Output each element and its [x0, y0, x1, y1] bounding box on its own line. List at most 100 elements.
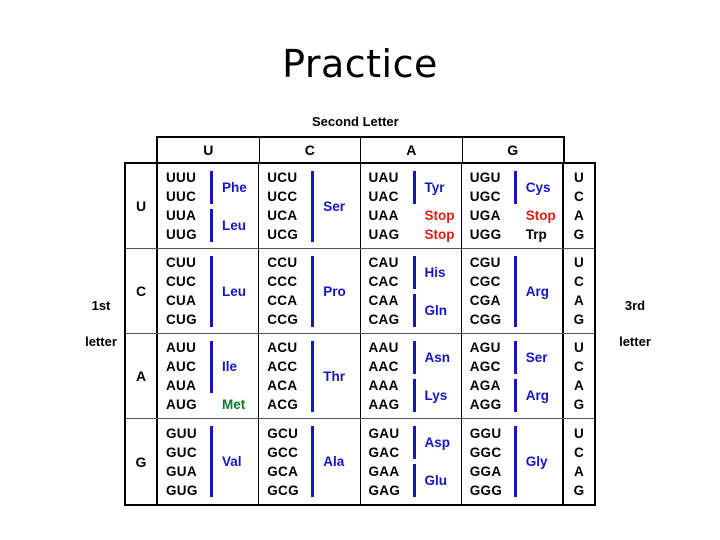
- group-bracket-bar: [412, 378, 416, 412]
- group-bracket-bar: [210, 170, 213, 204]
- amino-acid-group: Gln: [412, 291, 461, 329]
- amino-acid-label: Glu: [424, 473, 448, 488]
- group-bracket-spacer: [514, 215, 517, 216]
- codon-label: CAC: [368, 274, 399, 289]
- codon-list: CUU CUC CUA CUG: [166, 253, 210, 329]
- group-bracket-bar: [513, 426, 517, 497]
- amino-acid-label: Cys: [525, 179, 551, 195]
- amino-acid-label: His: [424, 264, 446, 280]
- codon-label: CAG: [368, 312, 400, 327]
- third-letter-label: C: [573, 444, 585, 460]
- group-bracket-bar: [412, 255, 416, 289]
- amino-acid-group: Phe: [210, 168, 258, 206]
- codon-label: GAU: [368, 425, 400, 441]
- second-letter-axis-label: Second Letter: [312, 114, 399, 129]
- amino-acid-label: Ala: [323, 454, 345, 469]
- amino-acid-group: Asp: [412, 424, 461, 462]
- codon-label: CUA: [166, 293, 197, 308]
- codon-label: GGA: [469, 463, 502, 479]
- amino-acid-group: Trp: [514, 225, 562, 244]
- amino-acid-group: His: [412, 253, 461, 291]
- codon-label: GAG: [368, 482, 401, 498]
- group-bracket-spacer: [413, 234, 416, 235]
- amino-acid-zone: Arg: [513, 253, 562, 329]
- amino-acid-label: Pro: [323, 283, 346, 299]
- third-letter-label: A: [573, 378, 585, 393]
- codon-label: AUC: [166, 359, 197, 374]
- amino-acid-label: Trp: [525, 227, 547, 242]
- group-bracket-bar: [311, 426, 315, 497]
- amino-acid-zone: Gly: [513, 423, 562, 500]
- amino-acid-zone: Ala: [311, 423, 359, 500]
- amino-acid-label: Met: [222, 397, 246, 412]
- third-letter-label: A: [573, 463, 585, 479]
- group-bracket-bar: [210, 340, 213, 393]
- amino-acid-label: Leu: [222, 217, 247, 233]
- amino-acid-zone: Val: [210, 423, 258, 500]
- group-bracket-bar: [513, 255, 517, 327]
- codon-label: CUG: [166, 312, 197, 327]
- codon-label: CCU: [267, 255, 298, 270]
- codon-label: UCU: [267, 170, 298, 185]
- amino-acid-group: Ile: [210, 338, 258, 395]
- codon-label: UUA: [166, 208, 197, 223]
- third-letter-axis-label-line2: letter: [619, 334, 651, 349]
- amino-acid-label: Gln: [424, 302, 448, 318]
- amino-acid-group: Val: [210, 424, 258, 500]
- codon-label: GUU: [166, 425, 197, 441]
- codon-label: GUA: [166, 463, 197, 479]
- amino-acid-zone: Thr: [311, 338, 359, 414]
- codon-label: AGA: [469, 378, 501, 393]
- amino-acid-label: Arg: [525, 387, 549, 403]
- group-bracket-bar: [513, 378, 517, 412]
- codon-label: CAU: [368, 255, 399, 270]
- amino-acid-label: Asn: [424, 349, 451, 365]
- codon-label: UAA: [368, 208, 399, 223]
- codon-label: CUU: [166, 255, 197, 270]
- codon-label: CGU: [469, 255, 501, 270]
- codon-label: GUC: [166, 444, 197, 460]
- amino-acid-group: Met: [210, 395, 258, 414]
- group-bracket-spacer: [413, 215, 416, 216]
- amino-acid-group: Glu: [412, 462, 461, 500]
- codon-label: UGA: [469, 208, 501, 223]
- amino-acid-label: Ser: [323, 198, 346, 214]
- codon-label: AGU: [469, 340, 501, 355]
- amino-acid-group: Arg: [513, 376, 562, 414]
- amino-acid-label: Ser: [525, 349, 548, 365]
- amino-acid-group: Cys: [513, 168, 562, 206]
- codon-label: UCC: [267, 189, 298, 204]
- amino-acid-label: Phe: [222, 179, 247, 195]
- row-header-u: U: [126, 164, 158, 248]
- group-bracket-bar: [311, 340, 315, 412]
- codon-label: CUC: [166, 274, 197, 289]
- amino-acid-group: Leu: [210, 253, 258, 329]
- codon-label: AGC: [469, 359, 501, 374]
- codon-label: ACA: [267, 378, 298, 393]
- group-bracket-bar: [210, 426, 213, 497]
- codon-cell-cu: CUU CUC CUA CUG Leu: [158, 249, 260, 333]
- group-bracket-bar: [412, 464, 416, 497]
- codon-label: AUU: [166, 340, 197, 355]
- amino-acid-label: Stop: [424, 208, 455, 223]
- amino-acid-group: Ser: [513, 338, 562, 376]
